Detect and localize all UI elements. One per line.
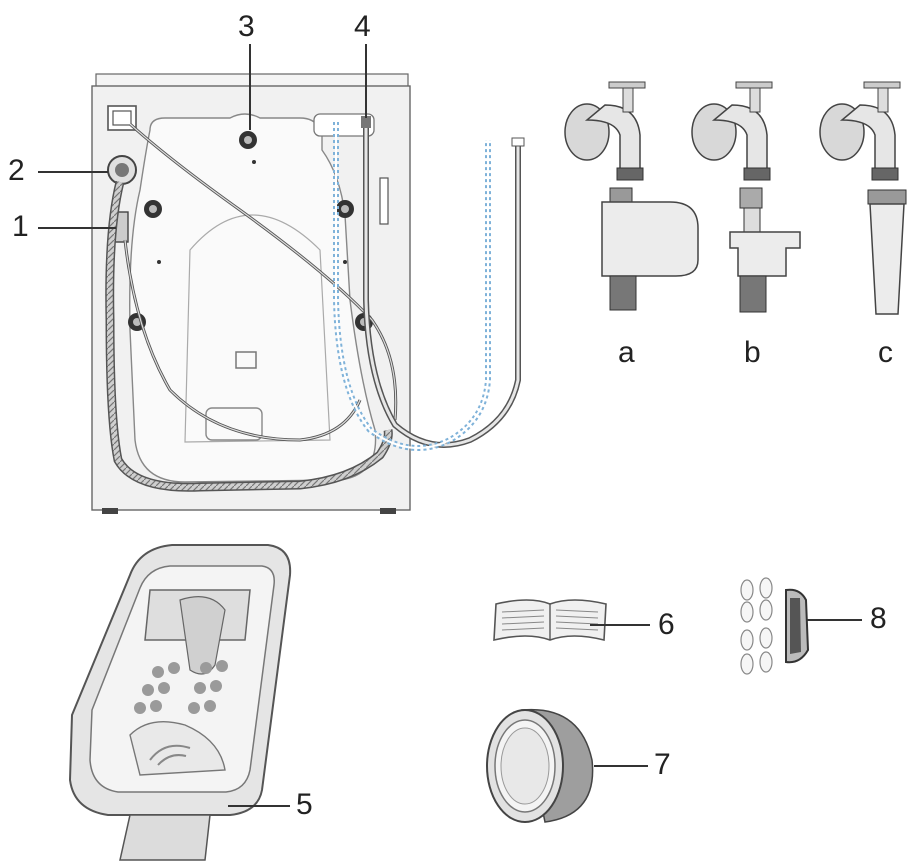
callout-4: 4: [354, 10, 371, 43]
detergent-tray: [68, 544, 292, 861]
user-manual: [493, 599, 607, 642]
adapter-a: [601, 187, 699, 311]
adapter-label-a: a: [618, 336, 635, 369]
callout-8: 8: [870, 602, 887, 635]
callout-5: 5: [296, 788, 313, 821]
adapter-c: [867, 189, 907, 315]
callout-2: 2: [8, 154, 25, 187]
washing-machine-rear: [91, 73, 525, 514]
faucet-c: [819, 81, 901, 181]
callout-7: 7: [654, 748, 671, 781]
leader-lines: [38, 44, 367, 229]
faucet-a: [564, 81, 646, 181]
callout-6: 6: [658, 608, 675, 641]
adapter-b: [729, 187, 801, 313]
callout-3: 3: [238, 10, 255, 43]
faucet-b: [691, 81, 773, 181]
adapter-label-c: c: [878, 336, 893, 369]
blanking-plugs: [740, 577, 810, 675]
back-emboss: [129, 113, 377, 483]
cover-ring: [486, 708, 594, 823]
callout-1: 1: [12, 210, 29, 243]
adapter-label-b: b: [744, 336, 761, 369]
